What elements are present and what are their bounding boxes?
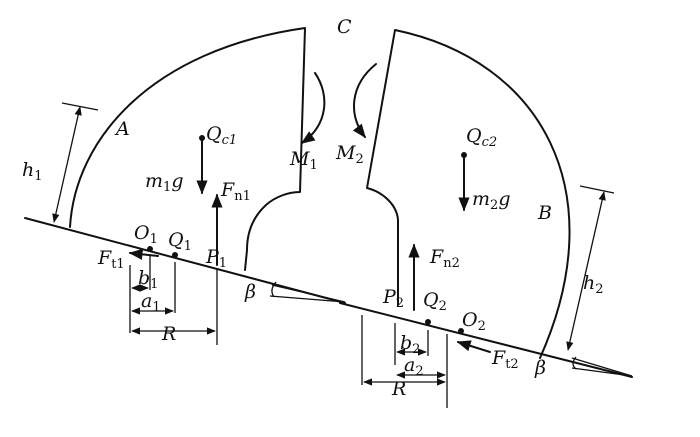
h2-tick-top	[579, 185, 615, 194]
moment-m2-arrow	[352, 63, 377, 139]
label-ft1: Ft1	[97, 247, 125, 272]
angle-arc-left	[271, 281, 277, 298]
angle-wedge-left	[269, 284, 346, 303]
label-a1: a1	[141, 290, 161, 315]
angle-wedge-right	[571, 357, 633, 377]
label-o2: O2	[462, 309, 486, 334]
incline-right	[339, 302, 633, 378]
label-m1: M1	[289, 148, 318, 173]
label-m2g: m2g	[472, 188, 510, 213]
point-o2	[458, 328, 464, 334]
label-a: A	[114, 118, 130, 140]
label-beta-left: β	[244, 281, 256, 303]
label-qc1: Qc1	[206, 123, 237, 148]
label-fn1: Fn1	[220, 179, 251, 204]
label-b: B	[537, 202, 552, 224]
body-a-outline	[69, 27, 306, 271]
label-b1: b1	[138, 267, 158, 292]
point-q1	[172, 252, 178, 258]
label-p2: P2	[382, 286, 404, 311]
friction-ft1-arrow	[128, 248, 159, 260]
label-p1: P1	[205, 246, 227, 271]
label-r-left: R	[161, 323, 176, 345]
label-ft2: Ft2	[491, 347, 519, 372]
moment-m1-arrow	[300, 72, 326, 144]
body-b-outline	[366, 29, 571, 359]
label-b2: b2	[400, 332, 420, 357]
label-a2: a2	[404, 354, 424, 379]
incline-left	[24, 217, 346, 304]
label-beta-right: β	[534, 357, 546, 379]
label-fn2: Fn2	[429, 246, 460, 271]
point-q2	[425, 319, 431, 325]
label-o1: O1	[134, 222, 158, 247]
label-h2: h2	[583, 272, 604, 297]
angle-arc-right	[572, 356, 577, 370]
label-r-right: R	[391, 378, 406, 400]
h2-dimension	[566, 191, 606, 351]
friction-ft2-arrow	[456, 340, 491, 353]
body-a	[24, 27, 346, 304]
label-q1: Q1	[168, 229, 192, 254]
point-o1	[147, 246, 153, 252]
label-m2: M2	[335, 142, 364, 167]
label-q2: Q2	[423, 289, 447, 314]
body-b	[339, 29, 633, 378]
label-h1: h1	[22, 159, 43, 184]
h1-dimension	[52, 106, 82, 223]
label-m1g: m1g	[145, 170, 183, 195]
label-qc2: Qc2	[466, 125, 497, 150]
label-c: C	[337, 16, 352, 38]
